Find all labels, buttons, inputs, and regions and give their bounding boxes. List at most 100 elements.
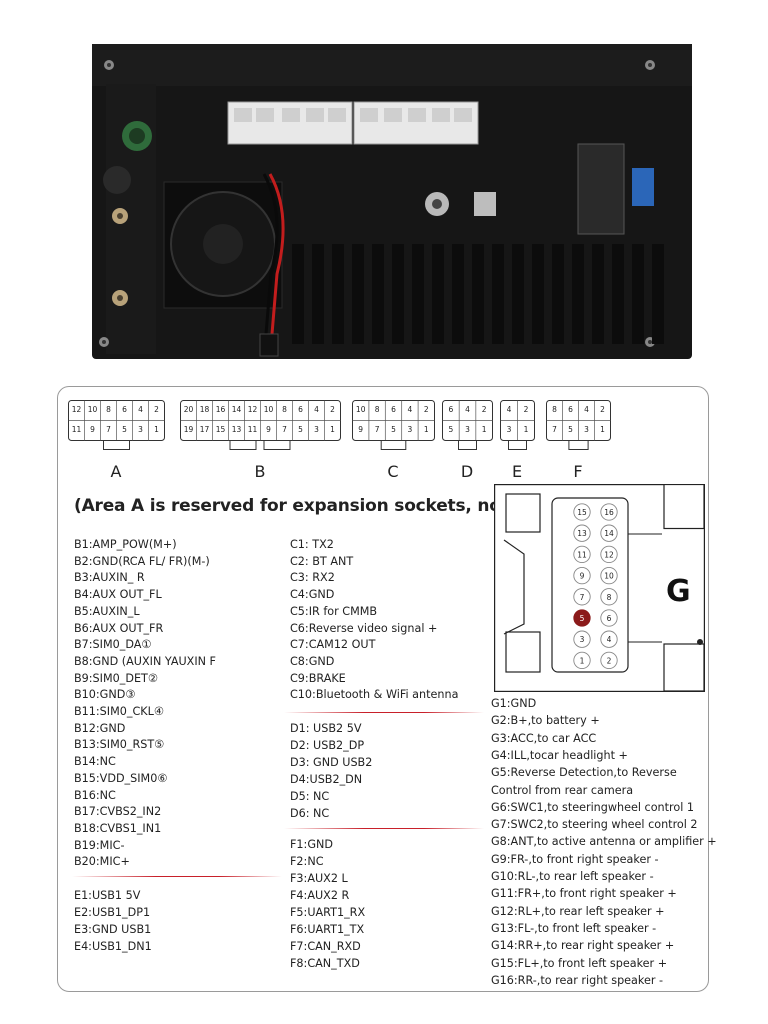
pin-number: 7 bbox=[106, 425, 111, 434]
g-pin-number: 8 bbox=[607, 593, 612, 602]
pin-number: 10 bbox=[264, 405, 274, 414]
pin-assignment: B15:VDD_SIM0⑥ bbox=[74, 771, 168, 785]
pin-assignment: B17:CVBS2_IN2 bbox=[74, 805, 162, 819]
pin-assignment: G8:ANT,to active antenna or amplifier + bbox=[491, 835, 717, 849]
connector-latch bbox=[380, 440, 407, 450]
pin-assignment: E3:GND USB1 bbox=[74, 923, 152, 936]
pin-number: 1 bbox=[524, 425, 529, 434]
pin-number: 4 bbox=[408, 405, 413, 414]
g-pin-number: 15 bbox=[577, 508, 587, 517]
g-pin-number: 4 bbox=[607, 635, 612, 644]
pin-assignment: B1:AMP_POW(M+) bbox=[74, 538, 177, 551]
g-pin bbox=[573, 503, 591, 521]
pin-assignment: B3:AUXIN_ R bbox=[74, 571, 145, 585]
connector-letter-d: D bbox=[460, 462, 474, 481]
pin-assignment: B19:MIC- bbox=[74, 838, 125, 852]
pin-assignment: B4:AUX OUT_FL bbox=[74, 588, 162, 602]
pin-number: 6 bbox=[298, 405, 303, 414]
pin-assignment: G15:FL+,to front left speaker + bbox=[491, 956, 668, 970]
pin-assignment: D1: USB2 5V bbox=[290, 722, 362, 735]
connector-latch bbox=[103, 440, 130, 450]
g-pin bbox=[600, 524, 618, 542]
pin-number: 6 bbox=[568, 405, 573, 414]
pin-assignment: D6: NC bbox=[290, 806, 330, 820]
pin-assignment: E4:USB1_DN1 bbox=[74, 940, 152, 953]
pin-number: 13 bbox=[232, 425, 242, 434]
pin-number: 6 bbox=[391, 405, 396, 414]
pin-assignment: D5: NC bbox=[290, 789, 330, 803]
pin-assignment: C9:BRAKE bbox=[290, 671, 346, 685]
pin-assignment: E1:USB1 5V bbox=[74, 889, 141, 902]
pin-assignment: B8:GND (AUXIN YAUXIN F bbox=[74, 654, 216, 668]
pin-number: 5 bbox=[122, 425, 127, 434]
pin-number: 3 bbox=[584, 425, 589, 434]
pin-number: 14 bbox=[232, 405, 242, 414]
pin-number: 10 bbox=[356, 405, 366, 414]
pin-number: 1 bbox=[330, 425, 335, 434]
pin-number: 2 bbox=[154, 405, 159, 414]
pin-number: 7 bbox=[552, 425, 557, 434]
pin-assignment: G9:FR-,to front right speaker - bbox=[491, 852, 659, 866]
pin-assignment: G16:RR-,to rear right speaker - bbox=[491, 973, 664, 987]
pin-assignment: B2:GND(RCA FL/ FR)(M-) bbox=[74, 554, 210, 568]
pin-number: 11 bbox=[72, 425, 82, 434]
pin-number: 4 bbox=[138, 405, 143, 414]
pin-assignment: F4:AUX2 R bbox=[290, 889, 350, 902]
pin-number: 2 bbox=[424, 405, 429, 414]
pin-assignment: C1: TX2 bbox=[290, 538, 334, 551]
g-pin-number: 13 bbox=[577, 529, 587, 538]
pin-number: 5 bbox=[298, 425, 303, 434]
pin-number: 5 bbox=[568, 425, 573, 434]
pin-assignment: G11:FR+,to front right speaker + bbox=[491, 887, 677, 901]
pin-number: 18 bbox=[200, 405, 210, 414]
pin-number: 3 bbox=[465, 425, 470, 434]
pin-assignment: D2: USB2_DP bbox=[290, 738, 365, 752]
g-pin bbox=[600, 609, 618, 627]
g-pin bbox=[600, 503, 618, 521]
pin-assignment: F5:UART1_RX bbox=[290, 906, 366, 919]
pin-assignment: G1:GND bbox=[491, 697, 537, 710]
pin-assignment: B14:NC bbox=[74, 755, 116, 769]
pin-assignment: B20:MIC+ bbox=[74, 855, 130, 869]
pin-assignment: G13:FL-,to front left speaker - bbox=[491, 921, 657, 935]
pin-assignment: G6:SWC1,to steeringwheel control 1 bbox=[491, 800, 694, 814]
pin-assignment: E2:USB1_DP1 bbox=[74, 906, 151, 919]
pin-number: 12 bbox=[72, 405, 82, 414]
pin-assignment: C7:CAM12 OUT bbox=[290, 638, 376, 652]
pin-assignment: C4:GND bbox=[290, 588, 335, 602]
g-pin-number: 6 bbox=[607, 614, 612, 623]
pin-assignment: C2: BT ANT bbox=[290, 554, 354, 568]
pin-number: 15 bbox=[216, 425, 226, 434]
pin-assignment: C8:GND bbox=[290, 654, 335, 668]
c-d-divider bbox=[284, 712, 484, 713]
pin-number: 19 bbox=[184, 425, 194, 434]
g-pin bbox=[600, 545, 618, 564]
connector-letter-a: A bbox=[110, 462, 122, 481]
connector-label-g: G bbox=[666, 574, 691, 609]
g-pin-number: 12 bbox=[604, 550, 614, 559]
g-pin-number: 3 bbox=[580, 635, 585, 644]
pin-number: 3 bbox=[408, 425, 413, 434]
g-pin-number: 1 bbox=[580, 656, 585, 665]
pin-number: 6 bbox=[122, 405, 127, 414]
pin-number: 17 bbox=[200, 425, 210, 434]
area-a-note: (Area A is reserved for expansion socket… bbox=[74, 496, 620, 516]
g-pin bbox=[573, 588, 591, 606]
connector-latch bbox=[263, 440, 291, 450]
connector-letter-f: F bbox=[573, 462, 583, 481]
connector-letter-b: B bbox=[254, 462, 266, 481]
pin-number: 1 bbox=[600, 425, 605, 434]
pin-number: 20 bbox=[184, 405, 194, 414]
pin-assignment: B9:SIM0_DET② bbox=[74, 671, 158, 685]
g-pin bbox=[573, 651, 591, 670]
d-f-divider bbox=[284, 828, 484, 829]
pin-number: 1 bbox=[424, 425, 429, 434]
pin-number: 2 bbox=[524, 405, 529, 414]
g-pin bbox=[573, 545, 591, 564]
pin-number: 8 bbox=[552, 405, 557, 414]
g-pin-number: 2 bbox=[607, 656, 612, 665]
